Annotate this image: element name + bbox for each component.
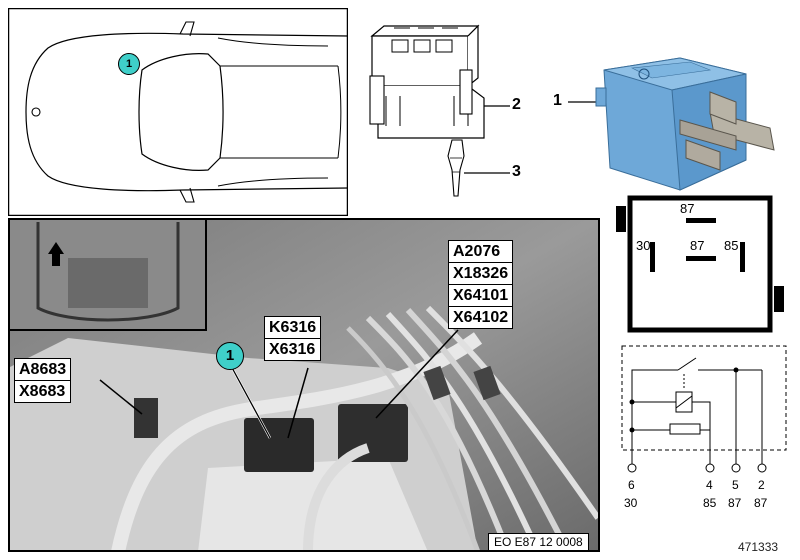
label-group-middle: K6316 X6316 [264, 316, 322, 361]
terminal-6-pin: 30 [624, 496, 638, 510]
relay-pin-symbol: 87 30 87 85 [614, 194, 794, 340]
photo-marker: 1 [216, 342, 244, 370]
label-k6316: K6316 [264, 316, 322, 339]
terminal-6-number: 6 [628, 478, 635, 492]
photo-marker-label: 1 [225, 347, 235, 364]
label-group-left: A8683 X8683 [14, 358, 72, 403]
label-x18326: X18326 [448, 262, 514, 285]
relay-illustration [560, 50, 790, 200]
relay-pin-symbol-frame [616, 195, 784, 333]
terminal-5-pin: 87 [728, 496, 742, 510]
callout-relay: 1 [553, 92, 562, 109]
car-location-view: 1 [8, 8, 348, 216]
installation-photo: 1 A8683 X8683 K6316 X6316 A2076 X18326 X… [8, 218, 600, 552]
callout-terminal: 3 [512, 163, 521, 180]
label-x8683: X8683 [14, 380, 72, 403]
terminal-2-pin: 87 [754, 496, 768, 510]
pin-label-left: 30 [636, 238, 651, 253]
label-x64101: X64101 [448, 284, 514, 307]
car-outline-drawing [8, 8, 348, 216]
terminal-5-number: 5 [732, 478, 739, 492]
terminal-4-number: 4 [706, 478, 713, 492]
figure-id: 471333 [738, 540, 779, 554]
label-a8683: A8683 [14, 358, 72, 381]
callout-housing: 2 [512, 96, 521, 113]
connector-drawing: 2 3 [360, 8, 540, 208]
label-a2076: A2076 [448, 240, 514, 263]
car-marker: 1 [118, 53, 140, 75]
circuit-schematic [621, 345, 787, 473]
photo-code-text: EO E87 12 0008 [494, 535, 583, 549]
car-marker-label: 1 [125, 58, 133, 70]
relay-drawing [568, 57, 775, 191]
terminal-4-pin: 85 [703, 496, 717, 510]
pin-label-top: 87 [680, 201, 695, 216]
circuit-diagram: 6 30 4 85 5 87 2 87 [614, 344, 790, 520]
label-x6316: X6316 [264, 338, 322, 361]
label-x64102: X64102 [448, 306, 514, 329]
label-group-right: A2076 X18326 X64101 X64102 [448, 240, 514, 329]
pin-label-center: 87 [690, 238, 705, 253]
pin-label-right: 85 [724, 238, 739, 253]
photo-code-label: EO E87 12 0008 [488, 533, 589, 551]
terminal-2-number: 2 [758, 478, 765, 492]
connector-housing-illustration [369, 24, 510, 197]
